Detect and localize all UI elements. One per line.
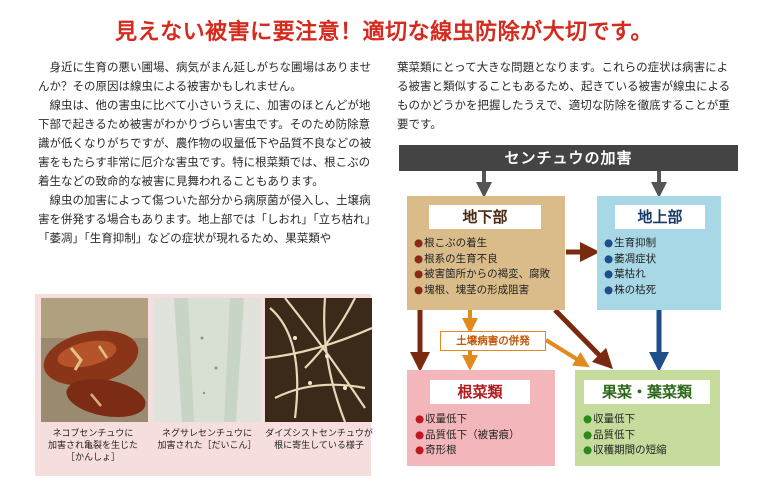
caption-root-cyst: ダイズシストセンチュウが 根に寄生している様子 (265, 429, 373, 451)
arrow-chika-to-kasai (553, 308, 614, 370)
list-item: 収量低下 (583, 412, 667, 428)
aboveground-box: 地上部 生育抑制 萎凋症状 葉枯れ 株の枯死 (597, 196, 721, 310)
caption-sweet-potato: ネコブセンチュウに 加害され亀裂を生じた ［かんしょ］ (47, 429, 138, 463)
list-item: 奇形根 (415, 443, 520, 459)
photo-strip: ネコブセンチュウに 加害され亀裂を生じた ［かんしょ］ ネグサレセンチュウに 加… (35, 294, 373, 476)
list-item: 萎凋症状 (604, 252, 656, 268)
page-title: 見えない被害に要注意！適切な線虫防除が大切です。 (115, 20, 653, 45)
list-item: 品質低下 (583, 428, 667, 444)
root-cyst-photo (265, 298, 372, 422)
sweet-potato-photo (41, 298, 148, 422)
underground-box: 地下部 根こぶの着生 根系の生育不良 被害箇所からの褐変、腐敗 塊根、塊茎の形成… (407, 196, 565, 310)
list-item: 生育抑制 (604, 236, 656, 252)
list-item: 収穫期間の短縮 (583, 443, 667, 459)
list-item: 株の枯死 (604, 283, 656, 299)
paragraph-3: 線虫の加害によって傷ついた部分から病原菌が侵入し、土壌病害を併発する場合もありま… (38, 193, 377, 245)
fruit-leaf-vegetables-list: 収量低下 品質低下 収穫期間の短縮 (583, 412, 667, 459)
list-item: 品質低下（被害痕） (415, 428, 520, 444)
list-item: 被害箇所からの褐変、腐敗 (414, 267, 550, 283)
root-vegetables-title: 根菜類 (430, 380, 530, 404)
left-column: 身近に生育の悪い圃場、病気がまん延しがちな圃場はありませんか？その原因は線虫によ… (38, 58, 378, 248)
right-column: 葉菜類にとって大きな問題となります。これらの症状は病害による被害と類似することも… (397, 58, 737, 134)
caption-daikon: ネグサレセンチュウに 加害された［だいこん］ (157, 429, 257, 451)
underground-list: 根こぶの着生 根系の生育不良 被害箇所からの褐変、腐敗 塊根、塊茎の形成阻害 (414, 236, 550, 298)
aboveground-list: 生育抑制 萎凋症状 葉枯れ 株の枯死 (604, 236, 656, 298)
paragraph-4: 葉菜類にとって大きな問題となります。これらの症状は病害による被害と類似することも… (397, 60, 731, 131)
soil-disease-label: 土壌病害の併発 (440, 331, 546, 351)
paragraph-2: 線虫は、他の害虫に比べて小さいうえに、加害のほとんどが地下部で起きるため被害がわ… (38, 98, 372, 188)
fruit-leaf-vegetables-title: 果菜・葉菜類 (584, 380, 710, 404)
list-item: 塊根、塊茎の形成阻害 (414, 283, 550, 299)
list-item: 収量低下 (415, 412, 520, 428)
diagram-header: センチュウの加害 (399, 145, 738, 171)
daikon-photo (154, 298, 261, 422)
aboveground-title: 地上部 (615, 205, 705, 229)
fruit-leaf-vegetables-box: 果菜・葉菜類 収量低下 品質低下 収穫期間の短縮 (575, 370, 720, 466)
root-vegetables-box: 根菜類 収量低下 品質低下（被害痕） 奇形根 (407, 370, 555, 466)
paragraph-1: 身近に生育の悪い圃場、病気がまん延しがちな圃場はありませんか？その原因は線虫によ… (38, 60, 372, 93)
arrow-dojo-to-kasai (544, 338, 590, 368)
underground-title: 地下部 (429, 205, 541, 229)
list-item: 葉枯れ (604, 267, 656, 283)
root-vegetables-list: 収量低下 品質低下（被害痕） 奇形根 (415, 412, 520, 459)
list-item: 根こぶの着生 (414, 236, 550, 252)
list-item: 根系の生育不良 (414, 252, 550, 268)
